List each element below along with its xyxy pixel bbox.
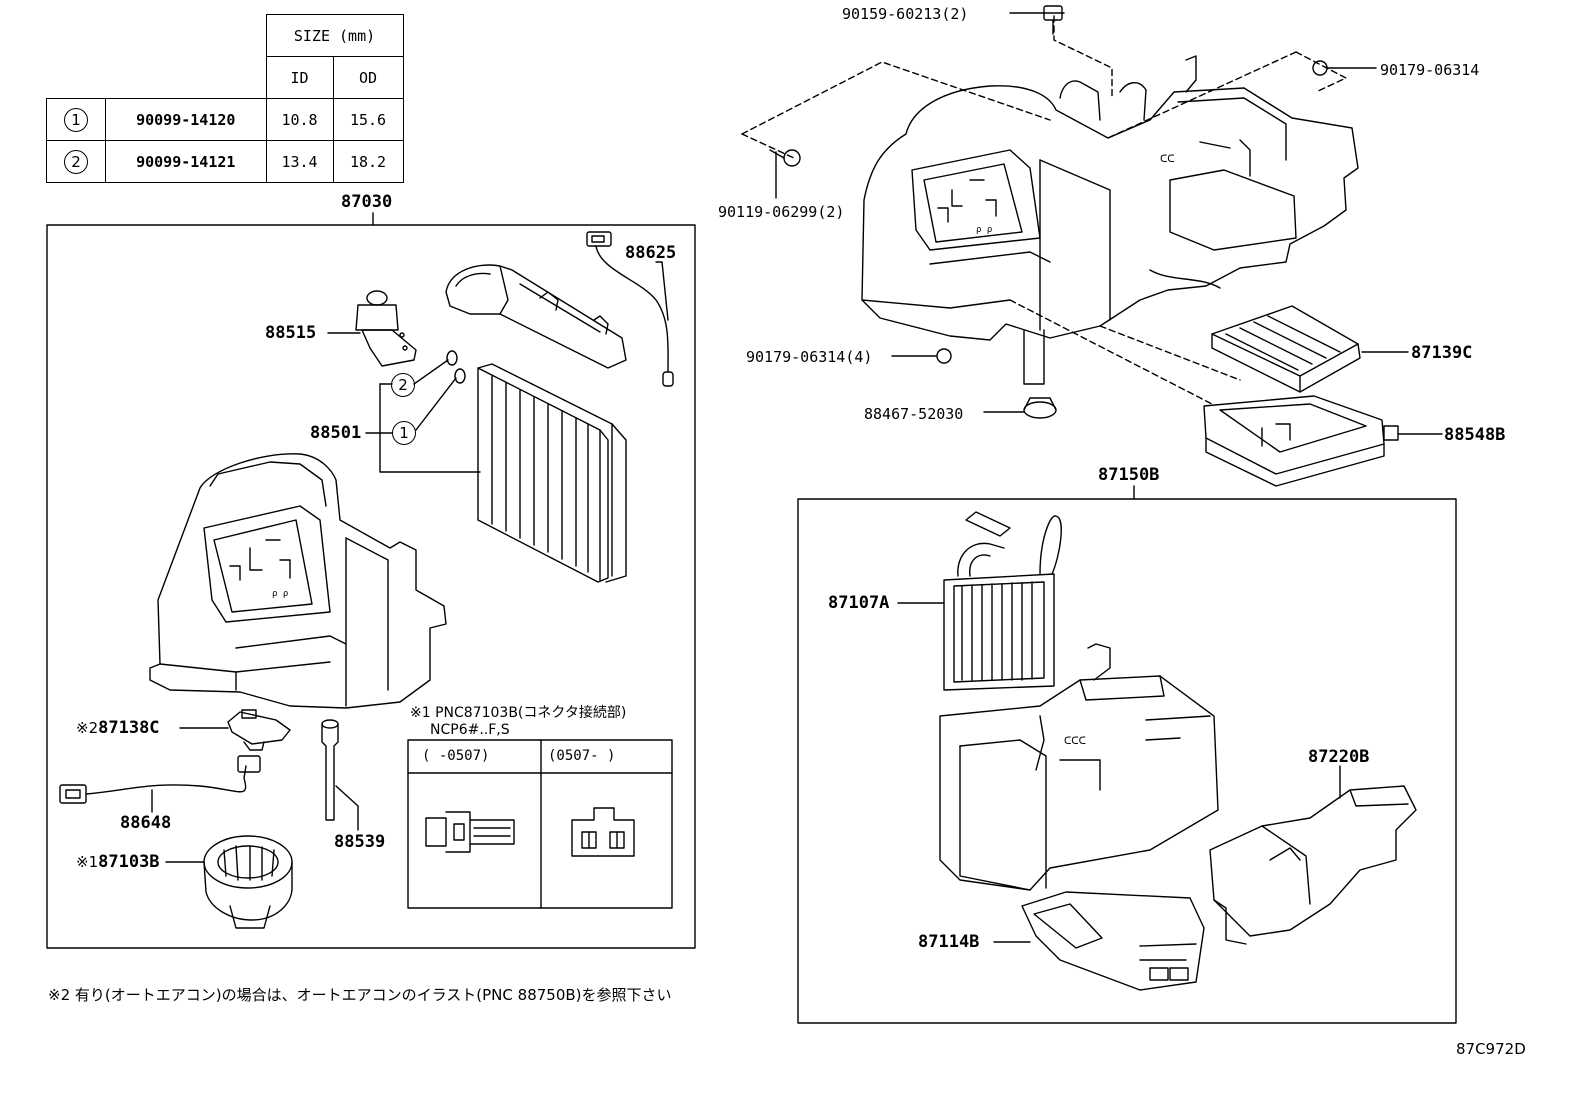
size-table-id: 10.8 — [265, 98, 334, 141]
bolt-90119-drawing — [769, 149, 801, 167]
size-table-col-od: OD — [332, 56, 404, 99]
label-87220b[interactable]: 87220B — [1308, 747, 1370, 767]
connector-note-line2: NCP6#..F,S — [430, 722, 510, 738]
rod-88539-drawing — [321, 719, 339, 821]
label-88625[interactable]: 88625 — [625, 243, 677, 263]
label-88515[interactable]: 88515 — [265, 323, 317, 343]
label-88648[interactable]: 88648 — [120, 813, 172, 833]
harness-88648-drawing — [59, 755, 261, 804]
size-table-header: SIZE (mm) — [265, 14, 404, 57]
label-87114b[interactable]: 87114B — [918, 932, 980, 952]
svg-text:ᑕᑕ: ᑕᑕ — [1160, 154, 1175, 165]
sensor-88515-drawing — [355, 290, 417, 367]
heater-case-drawing: ᑕᑕᑕ — [939, 643, 1219, 891]
svg-text:ρ ρ: ρ ρ — [976, 225, 992, 235]
bolt-90159-drawing — [1043, 5, 1063, 35]
size-table: SIZE (mm) ID OD 1 90099-14120 10.8 15.6 … — [46, 14, 404, 183]
label-90179-06314[interactable]: 90179-06314 — [1380, 61, 1480, 79]
drawing-code: 87C972D — [1456, 1040, 1526, 1058]
hvac-assembly-drawing: ρ ρ ᑕᑕ — [861, 55, 1359, 341]
size-table-part: 90099-14120 — [105, 98, 267, 141]
label-87030[interactable]: 87030 — [341, 192, 393, 212]
label-87103b[interactable]: 87103B — [98, 852, 160, 872]
ref-circle-1-diagram: 1 — [392, 421, 416, 445]
duct-87114b-drawing — [1021, 891, 1205, 991]
dashed-reference-lines — [741, 15, 1347, 405]
label-90179-06314-4[interactable]: 90179-06314(4) — [746, 348, 873, 366]
size-table-row: 1 90099-14120 10.8 15.6 — [46, 98, 404, 141]
damper-87220b-drawing — [1209, 785, 1417, 945]
connector-note-line1: ※1 PNC87103B(コネクタ接続部) — [410, 705, 627, 721]
size-table-od: 18.2 — [332, 140, 404, 183]
evaporator-88501-drawing — [477, 363, 627, 583]
label-88501[interactable]: 88501 — [310, 423, 362, 443]
filter-holder-88548b-drawing — [1203, 395, 1399, 487]
label-90159-60213[interactable]: 90159-60213(2) — [842, 5, 969, 23]
thermistor-88625-drawing — [586, 231, 674, 387]
connector-old-drawing — [425, 811, 515, 853]
svg-text:ρ ρ: ρ ρ — [272, 589, 288, 599]
ref-circle-2: 2 — [64, 149, 88, 174]
label-87150b[interactable]: 87150B — [1098, 465, 1160, 485]
label-87107a[interactable]: 87107A — [828, 593, 890, 613]
ref-circle-1: 1 — [64, 107, 88, 132]
label-87138c-mark: ※2 — [76, 719, 99, 737]
group-box-87150b — [797, 498, 1457, 1024]
label-88539[interactable]: 88539 — [334, 832, 386, 852]
label-88548b[interactable]: 88548B — [1444, 425, 1506, 445]
ref-circle-2-diagram: 2 — [391, 373, 415, 397]
size-table-part: 90099-14121 — [105, 140, 267, 183]
label-87139c[interactable]: 87139C — [1411, 343, 1473, 363]
size-table-id: 13.4 — [265, 140, 334, 183]
label-88467-52030[interactable]: 88467-52030 — [864, 405, 964, 423]
footnote: ※2 有り(オートエアコン)の場合は、オートエアコンのイラスト(PNC 8875… — [48, 986, 672, 1004]
filter-87139c-drawing — [1211, 305, 1361, 393]
expansion-valve-drawing — [445, 264, 627, 369]
connector-detail-box — [407, 739, 673, 909]
blower-motor-87103b-drawing — [203, 835, 293, 929]
label-87103b-mark: ※1 — [76, 853, 99, 871]
heater-core-87107a-drawing — [943, 511, 1062, 691]
grommet-88467-drawing — [1023, 397, 1057, 419]
connector-col-right: (0507- ) — [548, 748, 616, 764]
label-90119-06299[interactable]: 90119-06299(2) — [718, 203, 845, 221]
nut-90179-4-drawing — [936, 348, 952, 364]
size-table-od: 15.6 — [332, 98, 404, 141]
connector-new-drawing — [571, 807, 635, 857]
group-box-87030 — [46, 224, 696, 949]
label-87138c[interactable]: 87138C — [98, 718, 160, 738]
blower-housing-drawing: ρ ρ — [149, 453, 447, 709]
resistor-87138c-drawing — [227, 709, 291, 751]
connector-col-left: ( -0507) — [422, 748, 490, 764]
size-table-col-id: ID — [265, 56, 334, 99]
nut-90179-top-drawing — [1312, 60, 1328, 76]
svg-text:ᑕᑕᑕ: ᑕᑕᑕ — [1064, 736, 1086, 747]
size-table-row: 2 90099-14121 13.4 18.2 — [46, 140, 404, 183]
